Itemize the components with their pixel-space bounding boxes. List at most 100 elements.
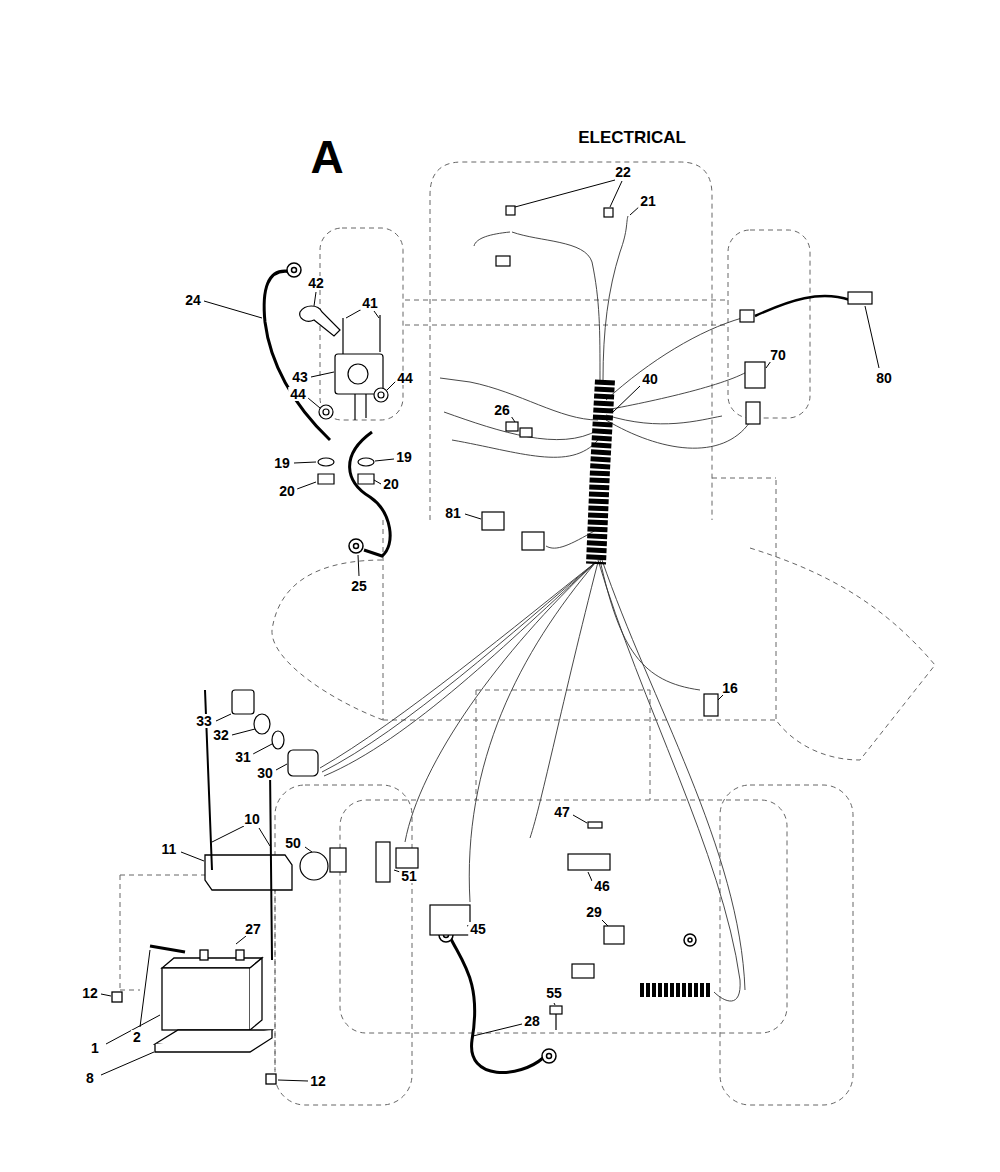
cable (264, 271, 543, 1072)
components (588, 822, 602, 828)
solenoid (343, 315, 380, 356)
components (550, 1006, 562, 1014)
callout-number: 19 (394, 450, 414, 464)
leader-line (358, 555, 359, 576)
components (520, 428, 532, 437)
components (604, 208, 613, 217)
leader-line (766, 361, 771, 368)
ring-terminal (349, 539, 363, 553)
callout-number: 28 (522, 1014, 542, 1028)
callout-number: 21 (638, 194, 658, 208)
callout-number: 33 (194, 714, 214, 728)
leader-line (297, 480, 381, 489)
components (272, 731, 284, 749)
wiring-harness (512, 232, 600, 380)
callout-number: 80 (874, 371, 894, 385)
callout-number: 12 (80, 986, 100, 1000)
wiring-harness (598, 560, 740, 1001)
leader-line (573, 815, 587, 823)
callout-number: 51 (399, 869, 419, 883)
ring-terminal (688, 938, 692, 942)
harness-wrap (596, 380, 712, 990)
solenoid (355, 394, 366, 420)
callout-number: 41 (360, 296, 380, 310)
components (496, 256, 510, 266)
components (848, 292, 872, 304)
ring-terminal (547, 1054, 552, 1059)
battery (205, 690, 272, 960)
components (568, 854, 610, 870)
components (330, 848, 346, 872)
wiring-harness (440, 378, 598, 420)
callout-number: 55 (544, 986, 564, 1000)
solenoid (378, 392, 384, 398)
washer-nut (318, 458, 374, 484)
ring-terminal (287, 263, 301, 277)
ring-terminal (542, 1049, 556, 1063)
callout-number: 42 (306, 276, 326, 290)
leader-line (515, 180, 622, 207)
battery (205, 855, 292, 890)
solenoid (300, 306, 388, 420)
wiring-harness (320, 562, 596, 768)
callout-number: 81 (443, 506, 463, 520)
components (300, 852, 328, 880)
callout-number: 70 (768, 348, 788, 362)
wiring-harness (602, 560, 745, 990)
harness-wrap (596, 380, 605, 564)
leader-line (106, 1015, 160, 1044)
callout-number: 24 (183, 293, 203, 307)
components (522, 532, 544, 550)
leader-line (602, 920, 608, 926)
callout-number: 10 (242, 812, 262, 826)
components (555, 1012, 556, 1030)
tractor-outline (720, 785, 853, 1105)
ring-terminal (287, 263, 696, 1063)
leader-line (253, 744, 272, 754)
diagram-title: ELECTRICAL (578, 129, 686, 146)
components (232, 690, 254, 714)
callout-number: 25 (349, 579, 369, 593)
battery (112, 992, 122, 1002)
battery (162, 958, 262, 968)
leader-line (305, 847, 312, 852)
callout-number: 40 (640, 372, 660, 386)
washer-nut (318, 458, 334, 466)
leader-line (212, 826, 270, 846)
battery (155, 1030, 272, 1052)
leader-line (865, 306, 879, 368)
leader-line (718, 695, 723, 700)
components (740, 310, 754, 322)
wiring-harness (474, 232, 510, 246)
leader-line (554, 1003, 555, 1005)
wiring-harness (603, 216, 628, 380)
leader-line (294, 459, 394, 463)
battery (150, 946, 185, 952)
leader-line (613, 386, 640, 412)
ring-terminal (292, 268, 297, 273)
battery (162, 968, 250, 1030)
callout-number: 31 (233, 750, 253, 764)
callout-number: 20 (381, 477, 401, 491)
leader-line (311, 372, 334, 377)
battery (200, 950, 208, 960)
tractor-outline (120, 162, 935, 1105)
callout-number: 30 (255, 766, 275, 780)
wiring-harness (405, 562, 596, 842)
battery (250, 958, 262, 1030)
callout-number: 44 (288, 387, 308, 401)
leader-line (308, 381, 396, 408)
wiring-harness (606, 366, 755, 410)
tractor-outline (430, 162, 712, 520)
callout-number: 29 (584, 905, 604, 919)
components (482, 512, 504, 530)
callout-number: 20 (277, 484, 297, 498)
components (430, 905, 470, 935)
components (572, 964, 594, 978)
components (254, 714, 270, 734)
wiring-harness (530, 562, 598, 838)
battery (112, 690, 292, 1084)
wiring-harness (444, 412, 598, 440)
wiring-harness (324, 562, 596, 776)
